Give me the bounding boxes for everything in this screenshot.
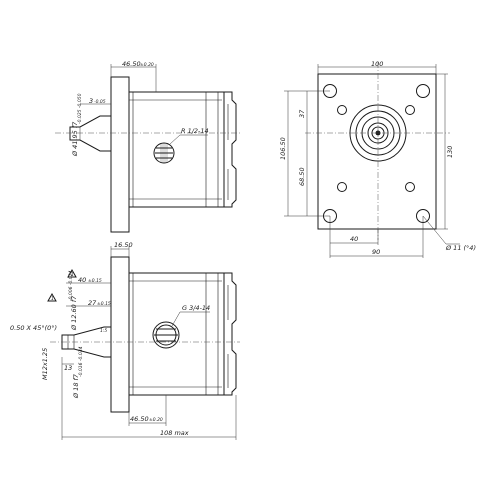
bottom-port <box>152 321 180 349</box>
front-90-label: 90 <box>372 248 380 256</box>
shaft-diameter-tol: -0.025 -0.050 <box>77 93 83 124</box>
top-port <box>153 142 175 164</box>
shaft-18-tol: -0.016 -0.034 <box>78 346 84 377</box>
top-width-tol: ±0.20 <box>140 62 154 68</box>
top-pump-body <box>128 91 225 208</box>
top-rear-cover <box>224 91 237 208</box>
offset-3-label: 3 <box>89 97 93 105</box>
total-max-label: 108 max <box>160 429 189 437</box>
bot-27-tol: ±0.15 <box>97 301 111 307</box>
shaft-1260-tol: -0.006 -0.024 <box>68 270 74 301</box>
triangle-marker-b <box>47 292 57 302</box>
front-plate <box>317 73 437 230</box>
top-shaft <box>69 115 111 152</box>
bottom-pump-body <box>128 272 225 396</box>
svg-text:1: 1 <box>71 272 74 278</box>
bot-27-label: 27 <box>88 299 97 307</box>
triangle-marker-a <box>67 268 77 278</box>
bot-16-label: 16.50 <box>114 241 133 249</box>
front-37-label: 37 <box>298 109 306 118</box>
taper-label: 1:5 <box>100 328 107 334</box>
front-40-label: 40 <box>350 235 358 243</box>
thread-m12-label: M12x1.25 <box>41 348 49 380</box>
port-top-label: R 1/2-14 <box>181 127 209 135</box>
shaft-diameter-label: Ø 41.95 f7 <box>71 121 79 157</box>
bot-4650-label: 46.50 <box>130 415 149 423</box>
front-height-label: 130 <box>446 146 454 158</box>
port-bottom-label: G 3/4-14 <box>182 304 210 312</box>
svg-text:1: 1 <box>51 296 54 302</box>
bot-40-label: 40 <box>78 276 86 284</box>
top-flange <box>110 76 130 233</box>
bottom-side-view: 16.50 1 40 ±0.15 1 27 ±0.15 0.50 X 45°(0… <box>10 241 240 440</box>
front-68-label: 68.50 <box>298 167 306 186</box>
front-view: 100 130 106.50 37 68.50 40 90 Ø 11 (°4) <box>279 60 476 258</box>
chamfer-label: 0.50 X 45°(0°) <box>10 324 57 332</box>
bot-13-label: 13 <box>64 364 72 372</box>
front-106-label: 106.50 <box>279 137 287 160</box>
front-bolt-hole-tr <box>416 84 430 98</box>
bot-4650-tol: ±0.20 <box>149 417 163 423</box>
top-side-view: 46.50 ±0.20 3 -0.05 Ø 41.95 f7 -0.025 -0… <box>55 60 240 233</box>
bottom-flange <box>110 256 130 413</box>
top-width-label: 46.50 <box>122 60 141 68</box>
shaft-1260-label: Ø 12.60 f7 <box>70 295 78 331</box>
offset-3-tol: -0.05 <box>94 99 106 105</box>
front-width-label: 100 <box>371 60 383 68</box>
bot-40-tol: ±0.15 <box>88 278 102 284</box>
shaft-18-label: Ø 18 f7 <box>72 373 80 399</box>
hole-dia-label: Ø 11 (°4) <box>445 244 476 252</box>
bottom-rear-cover <box>224 272 237 396</box>
